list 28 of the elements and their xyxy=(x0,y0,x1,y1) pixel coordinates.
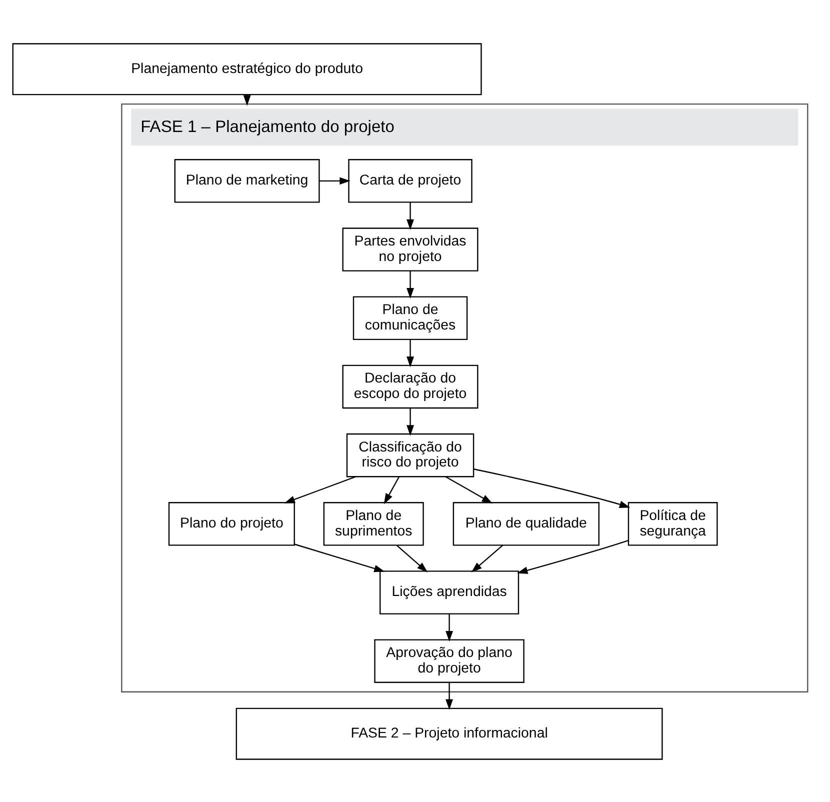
node-box: Política de segurança xyxy=(628,502,718,546)
arrow xyxy=(384,476,400,504)
arrow xyxy=(319,176,350,184)
node-box: Plano de comunicações xyxy=(352,296,468,340)
arrow xyxy=(445,476,493,504)
arrow xyxy=(471,544,504,572)
node-box: Declaração do escopo do projeto xyxy=(342,364,478,408)
arrow xyxy=(284,476,356,503)
arrow xyxy=(406,339,414,367)
arrow xyxy=(474,468,630,508)
node-box: Plano de suprimentos xyxy=(323,502,424,546)
node-box: Lições aprendidas xyxy=(380,570,520,614)
node-box: Plano de marketing xyxy=(174,158,320,202)
node-box: Plano de qualidade xyxy=(452,502,600,546)
node-box: FASE 2 – Projeto informacional xyxy=(236,707,663,760)
node-box: Plano do projeto xyxy=(168,502,295,546)
arrow xyxy=(446,613,454,642)
node-box: Partes envolvidas no projeto xyxy=(342,227,478,271)
node-box: Classificação do risco do projeto xyxy=(346,432,474,477)
arrow xyxy=(517,539,629,574)
arrow xyxy=(406,270,414,298)
arrow xyxy=(396,544,428,572)
arrow xyxy=(294,543,385,572)
arrow xyxy=(446,682,454,710)
node-box: Aprovação do plano do projeto xyxy=(374,638,524,682)
arrow xyxy=(406,202,414,230)
node-box: Carta de projeto xyxy=(348,158,472,202)
arrow xyxy=(406,408,414,436)
